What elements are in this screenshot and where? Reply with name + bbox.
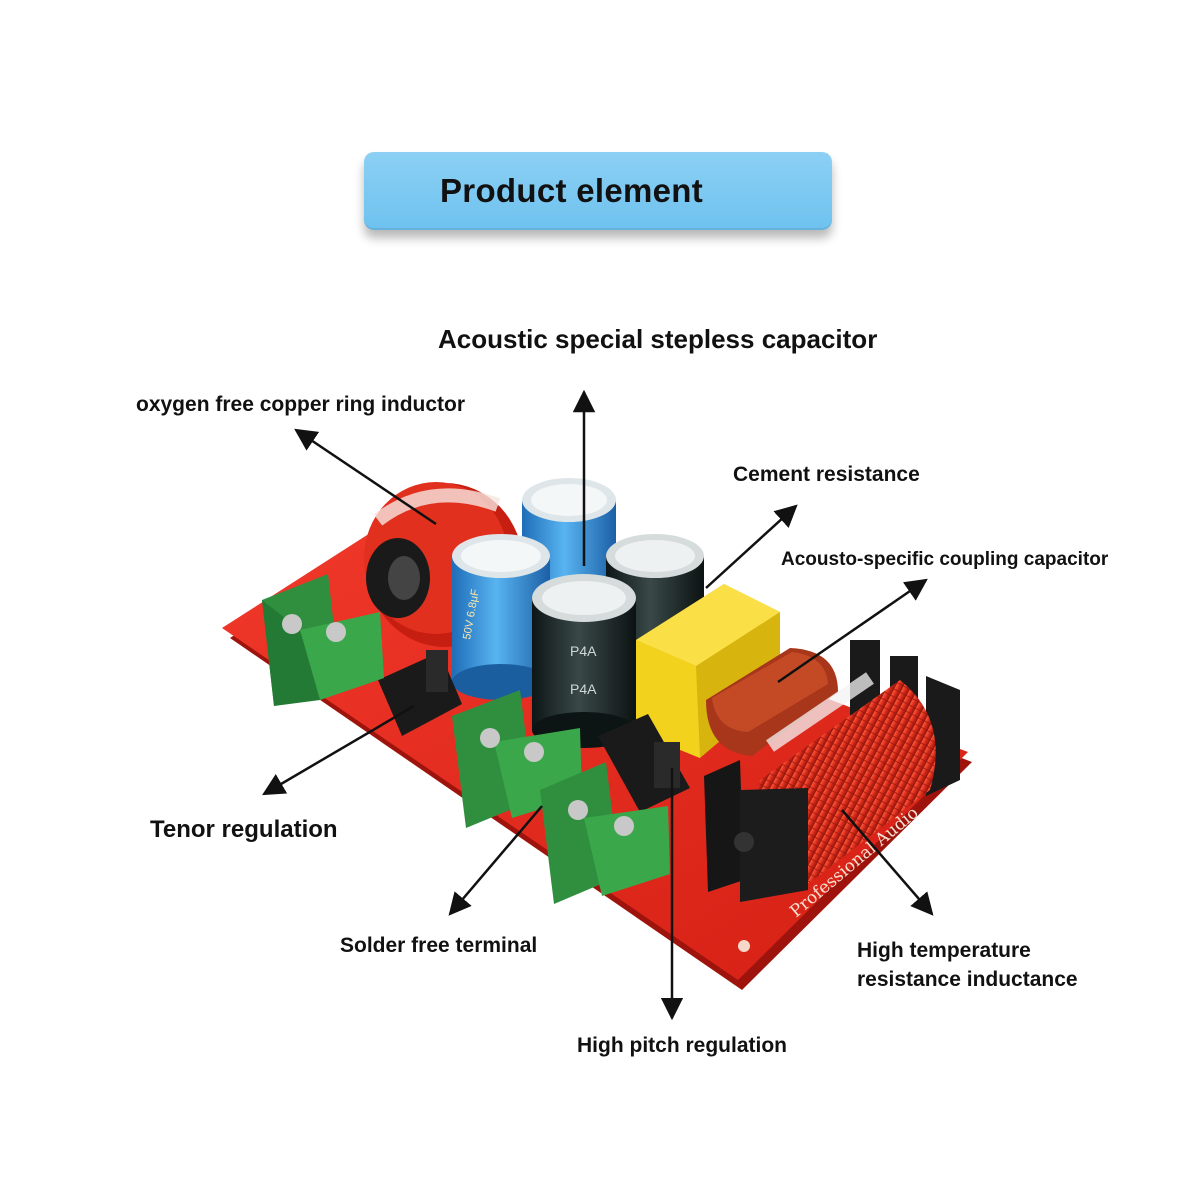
- arrow-cement-resistance: [705, 504, 798, 589]
- blue-capacitor-front: 50V 6.8μF: [452, 534, 550, 700]
- title-banner: Product element: [364, 152, 832, 230]
- slide-switch-high: [598, 714, 690, 812]
- arrow-copper-inductor: [294, 428, 437, 526]
- label-copper-inductor: oxygen free copper ring inductor: [136, 393, 466, 416]
- label-high-temp-line1: High temperature: [857, 939, 1031, 962]
- arrow-tenor-regulation: [262, 704, 415, 796]
- callout-arrows: [262, 389, 934, 1021]
- arrow-coupling-capacitor: [777, 578, 928, 684]
- label-high-temp-line2: resistance inductance: [857, 968, 1078, 991]
- arrow-high-temp-inductor: [841, 809, 934, 916]
- black-capacitor-front: P4A P4A: [532, 574, 636, 748]
- brown-capacitor: [706, 648, 838, 756]
- terminal-right: [540, 762, 670, 904]
- black-cap-print-2: P4A: [570, 681, 597, 697]
- terminal-left: [262, 574, 384, 706]
- label-acoustic-capacitor: Acoustic special stepless capacitor: [438, 324, 878, 354]
- terminal-middle: [452, 690, 582, 828]
- arrow-solder-terminal: [448, 805, 543, 916]
- label-coupling-capacitor: Acousto-specific coupling capacitor: [781, 549, 1109, 570]
- label-cement-resistance: Cement resistance: [733, 463, 920, 486]
- coil-inductor: [704, 640, 960, 902]
- black-cap-print-1: P4A: [570, 643, 597, 659]
- label-solder-terminal: Solder free terminal: [340, 934, 538, 957]
- label-high-temp-inductor: High temperature resistance inductance: [857, 936, 1078, 994]
- page-title: Product element: [440, 172, 704, 209]
- label-tenor-regulation: Tenor regulation: [150, 816, 338, 843]
- label-high-pitch: High pitch regulation: [577, 1034, 787, 1057]
